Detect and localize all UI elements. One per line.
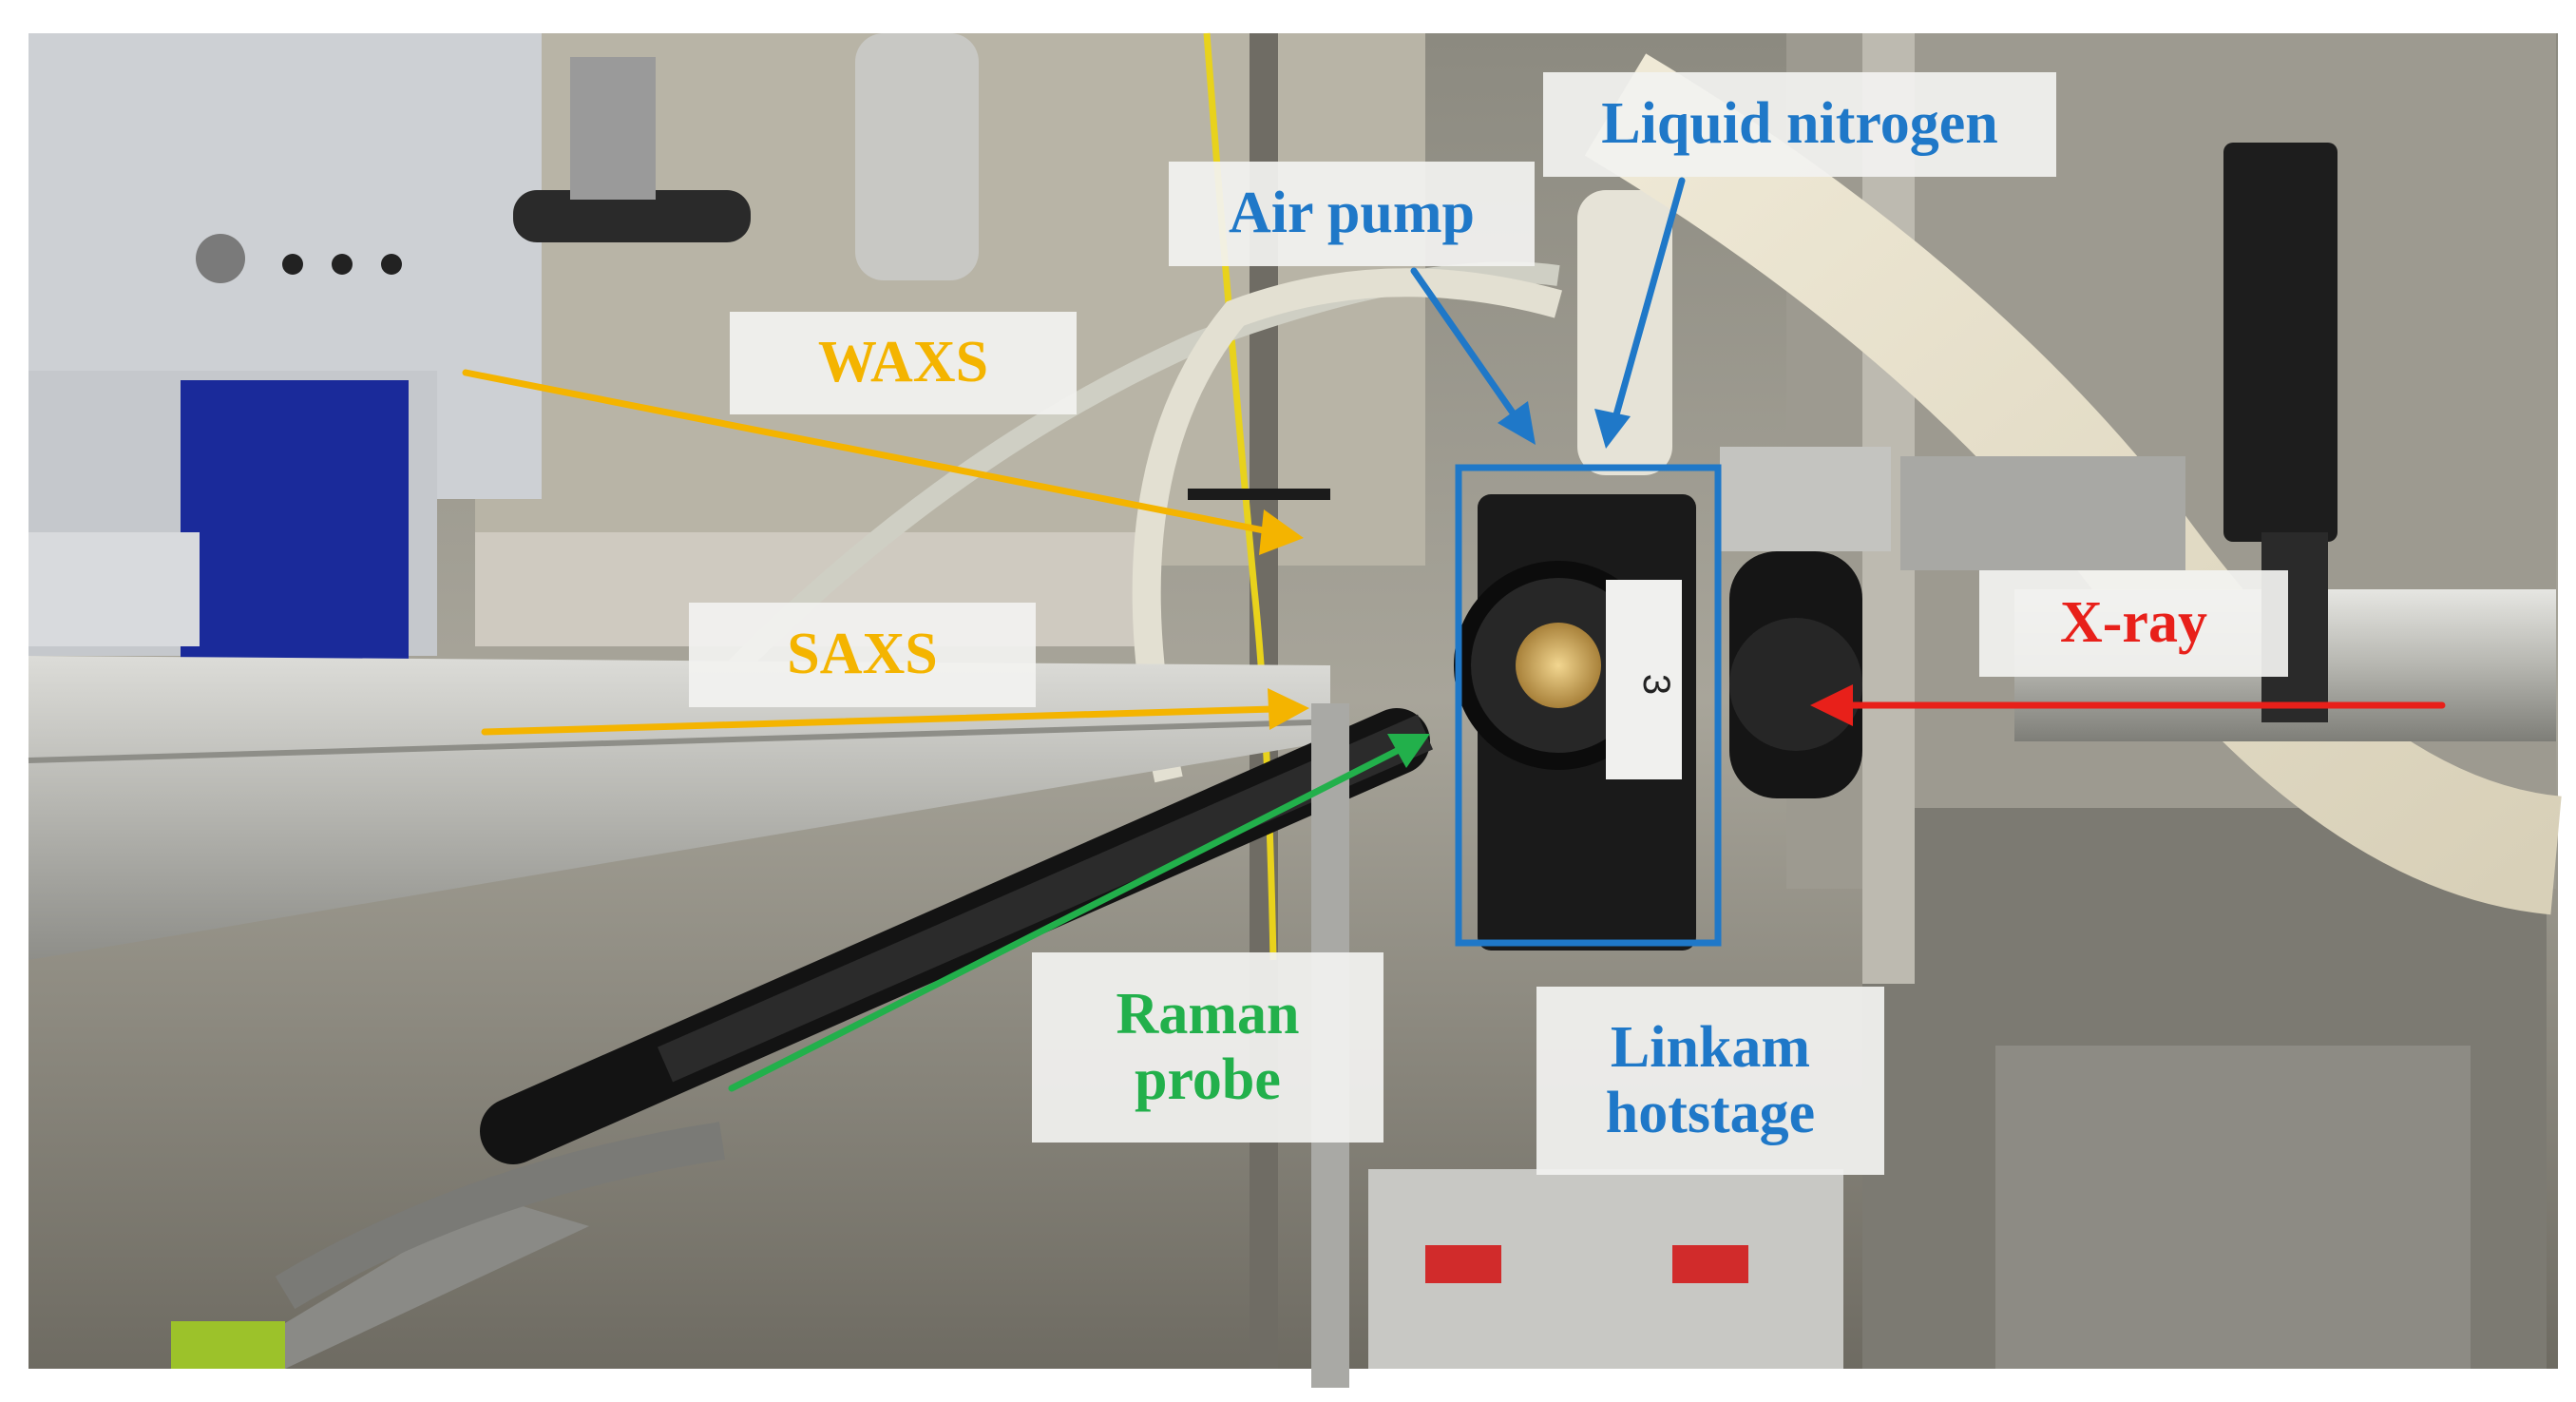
linkam-hotstage-label: Linkam hotstage: [1536, 987, 1884, 1175]
waxs-arrow: [462, 369, 1277, 536]
liquid-nitrogen-arrow: [1612, 177, 1686, 422]
raman-label-line1: Raman: [1116, 981, 1300, 1047]
air-pump-label: Air pump: [1169, 162, 1535, 266]
raman-label-line2: probe: [1135, 1047, 1281, 1112]
air-pump-label-text: Air pump: [1229, 181, 1475, 246]
linkam-label-line2: hotstage: [1605, 1081, 1816, 1145]
waxs-label-text: WAXS: [817, 330, 989, 395]
xray-label-text: X-ray: [2060, 590, 2207, 656]
waxs-label: WAXS: [730, 312, 1077, 414]
liquid-nitrogen-label: Liquid nitrogen: [1543, 72, 2056, 177]
saxs-arrow: [481, 705, 1277, 736]
stage-number-text: 3: [1635, 674, 1677, 695]
air-pump-arrow: [1410, 267, 1520, 422]
liquid-nitrogen-label-text: Liquid nitrogen: [1601, 91, 1998, 157]
raman-arrow: [728, 747, 1401, 1092]
hotstage-highlight-box: [1455, 464, 1722, 947]
linkam-label-line1: Linkam: [1610, 1014, 1811, 1080]
saxs-label: SAXS: [689, 603, 1036, 707]
saxs-label-text: SAXS: [787, 622, 938, 687]
raman-probe-label: Raman probe: [1032, 952, 1383, 1143]
xray-label: X-ray: [1979, 570, 2288, 677]
